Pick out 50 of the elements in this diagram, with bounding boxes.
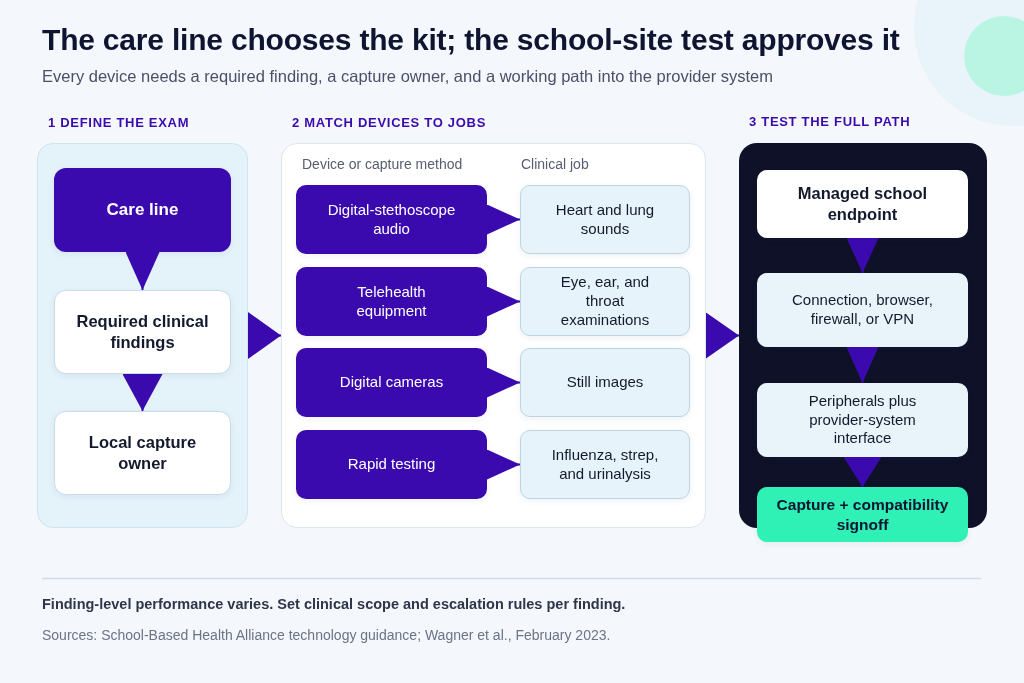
- outcome-box: [757, 487, 968, 542]
- process-box: [757, 383, 968, 457]
- arrow: [705, 312, 740, 359]
- process-box: [54, 411, 231, 495]
- job-box: [520, 267, 690, 336]
- device-box: [296, 348, 487, 417]
- column-header: Device or capture method: [302, 156, 463, 172]
- step-label: Care line: [106, 199, 179, 221]
- arrow: [125, 251, 160, 291]
- step-label: Required clinical findings: [75, 311, 210, 353]
- step-label: Capture + compatibility signoff: [775, 495, 950, 534]
- source-note: Sources: School-Based Health Alliance technology guidance; Wagner et al., February 2023.: [42, 627, 611, 643]
- process-box: [757, 273, 968, 347]
- job-box: [520, 185, 690, 254]
- arrow: [486, 286, 521, 317]
- section-heading: 3 TEST THE FULL PATH: [749, 114, 911, 129]
- title: The care line chooses the kit; the school-site test approves it: [42, 23, 900, 57]
- device-box: [296, 430, 487, 499]
- device-box: [296, 185, 487, 254]
- step-label: Managed school endpoint: [796, 183, 929, 225]
- step-label: Eye, ear, and throat examinations: [559, 273, 651, 330]
- arrow: [486, 449, 521, 480]
- arrow: [122, 373, 163, 412]
- arrow: [486, 367, 521, 398]
- process-box: [757, 170, 968, 238]
- step-label: Digital cameras: [339, 373, 444, 392]
- arrow: [486, 204, 521, 235]
- job-box: [520, 348, 690, 417]
- arrow: [843, 456, 882, 488]
- process-box: [54, 290, 231, 374]
- process-box: [54, 168, 231, 252]
- device-box: [296, 267, 487, 336]
- step-label: Local capture owner: [87, 432, 198, 474]
- footnote: Finding-level performance varies. Set clinical scope and escalation rules per finding.: [42, 596, 626, 612]
- section-heading: 1 DEFINE THE EXAM: [48, 115, 190, 130]
- step-label: Digital-stethoscope audio: [326, 200, 457, 239]
- arrow: [846, 346, 879, 384]
- job-box: [520, 430, 690, 499]
- step-label: Rapid testing: [347, 455, 436, 474]
- step-label: Heart and lung sounds: [554, 200, 656, 239]
- subtitle: Every device needs a required finding, a capture owner, and a working path into the provider system: [42, 67, 773, 86]
- arrow: [846, 237, 879, 274]
- step-label: Still images: [566, 373, 644, 392]
- step-label: Telehealth equipment: [355, 282, 428, 321]
- step-label: Influenza, strep, and urinalysis: [550, 445, 660, 484]
- step-label: Peripherals plus provider-system interface: [807, 391, 918, 449]
- column-header: Clinical job: [521, 156, 589, 172]
- arrow: [247, 312, 282, 359]
- section-heading: 2 MATCH DEVICES TO JOBS: [292, 115, 487, 130]
- step-label: Connection, browser, firewall, or VPN: [791, 291, 934, 329]
